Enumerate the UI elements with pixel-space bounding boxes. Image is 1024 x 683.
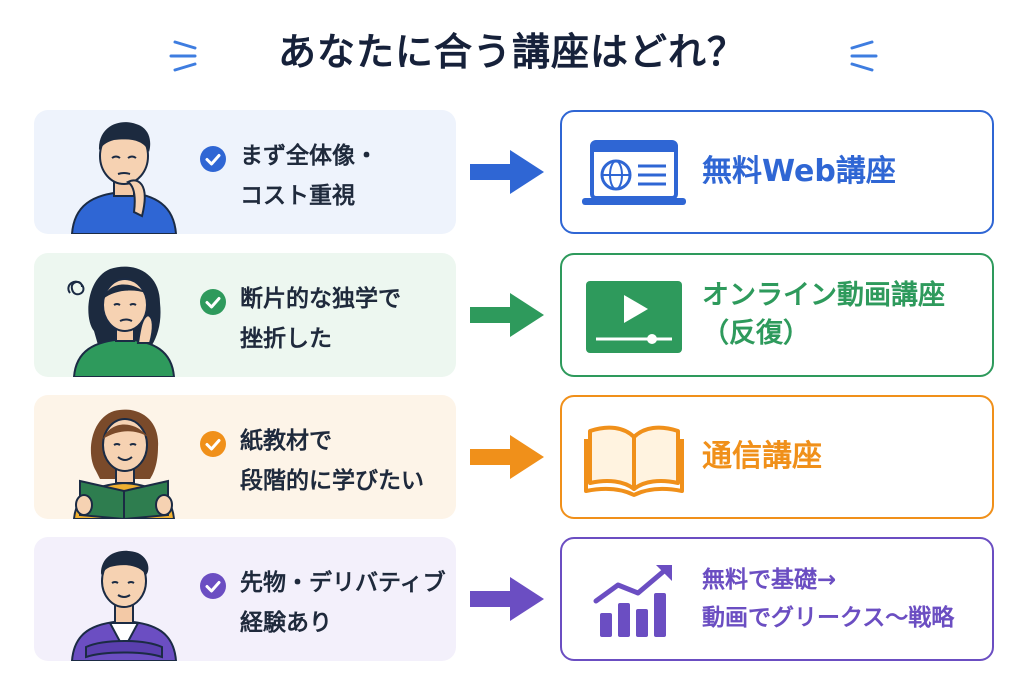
course-line: オンライン動画講座 xyxy=(702,280,945,311)
persona-card: 断片的な独学で 挫折した xyxy=(34,253,456,377)
persona-line: 先物・デリバティブ xyxy=(240,570,446,596)
browser-globe-icon xyxy=(582,140,686,205)
recommendation-row-correspondence: 紙教材で 段階的に学びたい 通信講座 xyxy=(0,395,1024,519)
course-card[interactable]: 通信講座 xyxy=(560,395,994,519)
persona-card: 先物・デリバティブ 経験あり xyxy=(34,537,456,661)
recommendation-row-web: まず全体像・ コスト重視 無料Web講座 xyxy=(0,110,1024,234)
man-arms-crossed-avatar xyxy=(70,550,178,661)
course-line: 動画でグリークス～戦略 xyxy=(702,605,955,631)
check-icon xyxy=(200,573,226,599)
persona-line: まず全体像・ xyxy=(240,143,378,169)
persona-line: 断片的な独学で xyxy=(240,286,401,312)
check-icon xyxy=(200,431,226,457)
man-thinking-avatar xyxy=(70,122,178,234)
course-title: 無料で基礎→ 動画でグリークス～戦略 xyxy=(702,539,992,659)
arrow-right-icon xyxy=(470,150,544,194)
page-title: あなたに合う講座はどれ？ xyxy=(277,30,746,74)
persona-line: コスト重視 xyxy=(240,183,355,209)
persona-card: 紙教材で 段階的に学びたい xyxy=(34,395,456,519)
course-card[interactable]: 無料Web講座 xyxy=(560,110,994,234)
persona-text: 先物・デリバティブ 経験あり xyxy=(240,563,450,643)
open-book-icon xyxy=(584,425,684,497)
course-line: 通信講座 xyxy=(702,439,822,474)
sparkle-right-icon xyxy=(850,40,878,72)
persona-text: まず全体像・ コスト重視 xyxy=(240,136,450,216)
course-line: 無料Web講座 xyxy=(702,154,896,189)
persona-line: 挫折した xyxy=(240,326,332,352)
persona-card: まず全体像・ コスト重視 xyxy=(34,110,456,234)
course-title: 通信講座 xyxy=(702,397,992,517)
persona-line: 経験あり xyxy=(240,610,332,636)
persona-text: 紙教材で 段階的に学びたい xyxy=(240,421,450,501)
recommendation-row-derivatives: 先物・デリバティブ 経験あり 無料で基礎→ 動画でグリークス～戦略 xyxy=(0,537,1024,661)
persona-line: 紙教材で xyxy=(240,428,332,454)
check-icon xyxy=(200,289,226,315)
header: あなたに合う講座はどれ？ xyxy=(0,22,1024,82)
growth-chart-icon xyxy=(593,565,672,637)
course-title: オンライン動画講座 （反復） xyxy=(702,255,992,375)
sparkle-left-icon xyxy=(169,40,197,72)
course-line: （反復） xyxy=(702,318,810,349)
course-title: 無料Web講座 xyxy=(702,112,992,232)
arrow-right-icon xyxy=(470,577,544,621)
course-card[interactable]: 無料で基礎→ 動画でグリークス～戦略 xyxy=(560,537,994,661)
woman-confused-avatar xyxy=(67,266,176,377)
persona-text: 断片的な独学で 挫折した xyxy=(240,279,450,359)
check-icon xyxy=(200,146,226,172)
video-player-icon xyxy=(586,281,682,353)
course-line: 無料で基礎→ xyxy=(702,567,837,593)
course-card[interactable]: オンライン動画講座 （反復） xyxy=(560,253,994,377)
woman-reading-avatar xyxy=(72,409,176,519)
recommendation-row-video: 断片的な独学で 挫折した オンライン動画講座 （反復） xyxy=(0,253,1024,377)
persona-line: 段階的に学びたい xyxy=(240,468,424,494)
arrow-right-icon xyxy=(470,293,544,337)
arrow-right-icon xyxy=(470,435,544,479)
